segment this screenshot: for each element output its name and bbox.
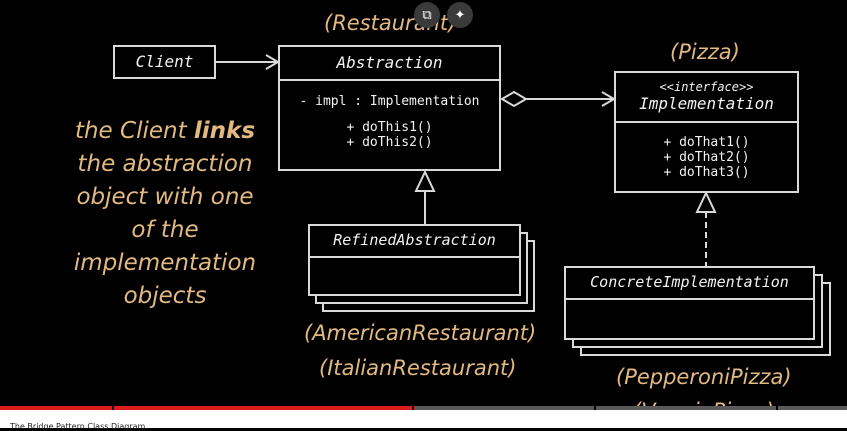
video-progress-bar[interactable] [0,406,847,410]
caption-line: the Client links [30,115,300,148]
realization-triangle [695,190,717,213]
caption-line: the abstraction [77,151,253,177]
abstraction-method: + doThis2() [346,135,433,150]
ai-sparkle-button[interactable]: ✦ [447,2,473,28]
miniplayer-button[interactable]: ⧉ [414,2,440,28]
video-progress-fill [0,406,416,410]
abstraction-title: Abstraction [280,47,499,81]
video-title-bar: The Bridge Pattern Class Diagram... [0,410,847,431]
implementation-box: <<interface>> Implementation + doThat1()… [614,71,799,193]
implementation-method: + doThat1() [663,135,750,150]
refined-abstraction-title: RefinedAbstraction [310,226,519,258]
inheritance-triangle [414,169,436,192]
concrete-implementation-box: ConcreteImplementation [564,266,815,340]
concrete-implementation-title: ConcreteImplementation [566,268,813,300]
caption-line: object with one [76,184,254,210]
chapter-marker [112,406,114,410]
american-restaurant-annotation: (AmericanRestaurant) [304,321,537,345]
implementation-method: + doThat3() [663,165,750,180]
client-label: Client [135,52,194,71]
caption-text: the Client [74,118,194,144]
explanation-caption: the Client links the abstraction object … [30,115,300,313]
caption-line: implementation [73,250,257,276]
chapter-marker [412,406,414,410]
interface-stereotype: <<interface>> [659,80,754,94]
pizza-annotation: (Pizza) [670,40,740,64]
refined-abstraction-box: RefinedAbstraction [308,224,521,296]
aggregation-diamond [500,90,528,108]
implementation-method: + doThat2() [663,150,750,165]
chapter-marker [594,406,596,410]
abstraction-method: + doThis1() [346,120,433,135]
caption-line: of the [131,217,199,243]
pepperoni-pizza-annotation: (PepperoniPizza) [616,365,792,389]
caption-line: objects [123,283,207,309]
abstraction-box: Abstraction - impl : Implementation + do… [278,45,501,171]
chapter-marker [776,406,778,410]
implementation-header: <<interface>> Implementation [616,73,797,123]
abstraction-field: - impl : Implementation [299,94,480,109]
italian-restaurant-annotation: (ItalianRestaurant) [319,356,517,380]
implementation-title: Implementation [639,94,774,113]
video-title: The Bridge Pattern Class Diagram... [10,422,153,431]
sparkle-icon: ✦ [454,7,466,23]
miniplayer-icon: ⧉ [422,7,432,23]
caption-emphasis: links [193,118,256,144]
client-box: Client [113,45,216,79]
